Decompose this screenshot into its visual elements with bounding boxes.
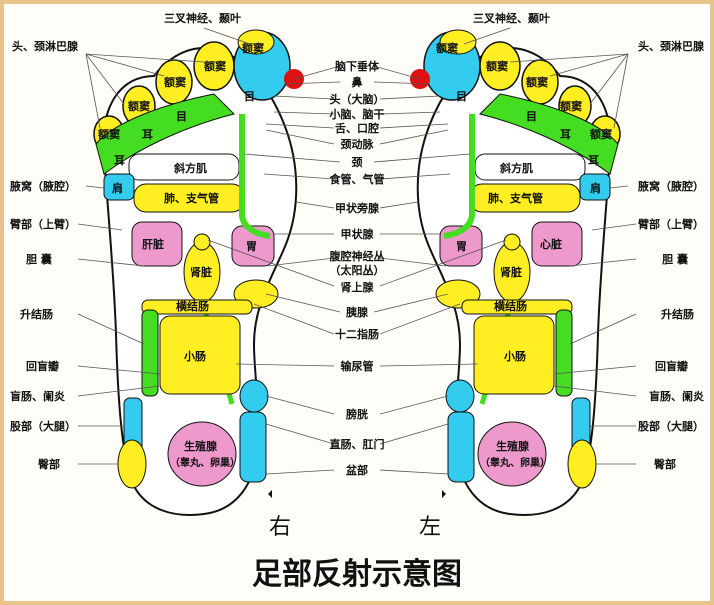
zone-eye-r2: 目 — [176, 110, 187, 123]
zone-lung-r: 肺、支气管 — [164, 191, 219, 205]
label-cerebellum: 小脑、脑干 — [329, 107, 385, 121]
zone-trapezius-l: 斜方肌 — [499, 161, 533, 175]
zone-sinus-r3: 额窦 — [164, 75, 186, 89]
l-buttock: 臀部 — [654, 457, 676, 471]
zone-small-intestine-r: 小肠 — [183, 349, 206, 363]
r-trigeminal: 三叉神经、颞叶 — [164, 11, 241, 25]
label-rectum: 直肠、肛门 — [330, 437, 385, 451]
l-lymph: 头、颈淋巴腺 — [638, 39, 705, 53]
l-appendix: 盲肠、阑炎 — [649, 389, 704, 403]
zone-small-intestine-l: 小肠 — [503, 349, 526, 363]
label-celiac: 腹腔神经丛 — [330, 249, 385, 263]
right-foot-label: 右 — [269, 515, 291, 540]
label-celiac-2: （太阳丛） — [330, 263, 385, 277]
l-ascending: 升结肠 — [661, 307, 694, 321]
zone-reproductive2-r: （睾丸、卵巢） — [170, 456, 240, 469]
r-ascending: 升结肠 — [20, 307, 53, 321]
zone-eye-l2: 目 — [526, 110, 537, 123]
label-thyroid: 甲状腺 — [341, 227, 375, 241]
zone-shoulder-r: 肩 — [112, 181, 123, 195]
zone-sinus-l: 额窦 — [436, 41, 458, 55]
zone-sinus-l4: 额窦 — [560, 99, 582, 113]
zone-reproductive2-l: （睾丸、卵巢） — [480, 456, 550, 469]
r-ileocecal: 回盲瓣 — [26, 359, 59, 373]
l-arm: 臂部（上臂） — [638, 217, 704, 231]
label-pelvis: 盆部 — [345, 463, 368, 477]
zone-ear-r2: 耳 — [114, 154, 125, 167]
zone-sinus-r5: 额窦 — [98, 127, 120, 141]
label-pituitary: 脑下垂体 — [335, 59, 380, 73]
l-trigeminal: 三叉神经、颞叶 — [473, 11, 550, 25]
zone-sinus-l2: 额窦 — [486, 59, 508, 73]
zone-sinus-l5: 额窦 — [590, 127, 612, 141]
label-esophagus: 食管、气管 — [330, 172, 385, 186]
label-adrenal: 肾上腺 — [341, 280, 375, 294]
zone-sinus-r2: 额窦 — [204, 59, 226, 73]
r-thigh: 股部（大腿） — [10, 419, 76, 433]
zone-liver-r: 肝脏 — [142, 237, 164, 251]
zone-kidney-r: 肾脏 — [190, 265, 212, 279]
label-duodenum: 十二指肠 — [335, 327, 379, 341]
zone-trapezius-r: 斜方肌 — [173, 161, 207, 175]
label-carotid: 颈动脉 — [341, 137, 375, 151]
r-buttock: 臀部 — [38, 457, 60, 471]
foot-reflexology-diagram: 额窦 额窦 额窦 额窦 额窦 目 目 耳 耳 斜方肌 肩 肺、支气管 肝脏 胃 … — [9, 11, 705, 592]
r-arm: 臂部（上臂） — [10, 217, 76, 231]
l-ileocecal: 回盲瓣 — [655, 359, 688, 373]
zone-lung-l: 肺、支气管 — [488, 191, 543, 205]
zone-reproductive-l: 生殖腺 — [496, 439, 530, 453]
zone-ear-r: 耳 — [142, 128, 153, 141]
label-head: 头（大脑） — [330, 92, 385, 106]
label-nose: 鼻 — [352, 75, 363, 89]
label-parathyroid: 甲状旁腺 — [335, 201, 380, 215]
label-bladder: 膀胱 — [345, 407, 368, 421]
zone-sinus-l3: 额窦 — [526, 75, 548, 89]
r-lymph: 头、颈淋巴腺 — [12, 39, 79, 53]
zone-ear-l2: 耳 — [588, 154, 599, 167]
zone-sinus-r: 额窦 — [242, 41, 264, 55]
left-foot-label: 左 — [419, 515, 441, 540]
label-tongue: 舌、口腔 — [335, 121, 379, 135]
zone-sinus-r4: 额窦 — [128, 99, 150, 113]
l-thigh: 股部（大腿） — [638, 419, 704, 433]
zone-reproductive-r: 生殖腺 — [184, 439, 218, 453]
label-ureter: 输尿管 — [341, 359, 374, 373]
zone-transverse-l: 横结肠 — [494, 299, 527, 313]
zone-shoulder-l: 肩 — [590, 181, 601, 195]
zone-transverse-r: 横结肠 — [176, 299, 209, 313]
l-axilla: 腋窝（腋腔） — [637, 179, 704, 193]
zone-heart-l: 心脏 — [540, 237, 562, 251]
l-gallbladder: 胆 囊 — [662, 252, 689, 266]
label-neck: 颈 — [352, 156, 363, 169]
label-pancreas: 胰腺 — [345, 305, 369, 319]
r-appendix: 盲肠、阑炎 — [10, 389, 65, 403]
zone-stomach-r: 胃 — [246, 240, 257, 253]
zone-stomach-l: 胃 — [456, 240, 467, 253]
r-gallbladder: 胆 囊 — [26, 252, 53, 266]
diagram-title: 足部反射示意图 — [252, 557, 462, 592]
zone-eye-r: 目 — [244, 90, 255, 103]
zone-kidney-l: 肾脏 — [500, 265, 522, 279]
zone-ear-l: 耳 — [560, 128, 571, 141]
zone-eye-l: 目 — [456, 90, 467, 103]
r-axilla: 腋窝（腋腔） — [9, 179, 76, 193]
